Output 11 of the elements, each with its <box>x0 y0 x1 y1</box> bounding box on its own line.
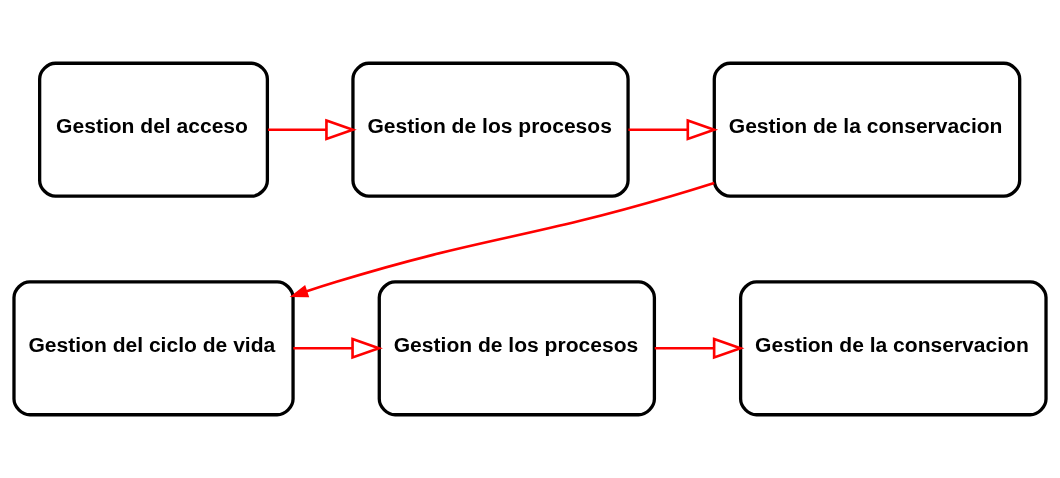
arrow <box>289 181 715 298</box>
arrow <box>628 118 719 141</box>
node-box: Gestion de la conservacion <box>738 280 1048 417</box>
arrow <box>654 337 745 360</box>
node-box: Gestion de los procesos <box>351 61 630 198</box>
node-box: Gestion del ciclo de vida <box>12 280 295 417</box>
node-box: Gestion de la conservacion <box>712 61 1022 198</box>
arrow <box>293 337 383 360</box>
arrow <box>268 118 357 141</box>
node-box: Gestion de los procesos <box>377 280 657 417</box>
node-box: Gestion del acceso <box>38 61 270 198</box>
